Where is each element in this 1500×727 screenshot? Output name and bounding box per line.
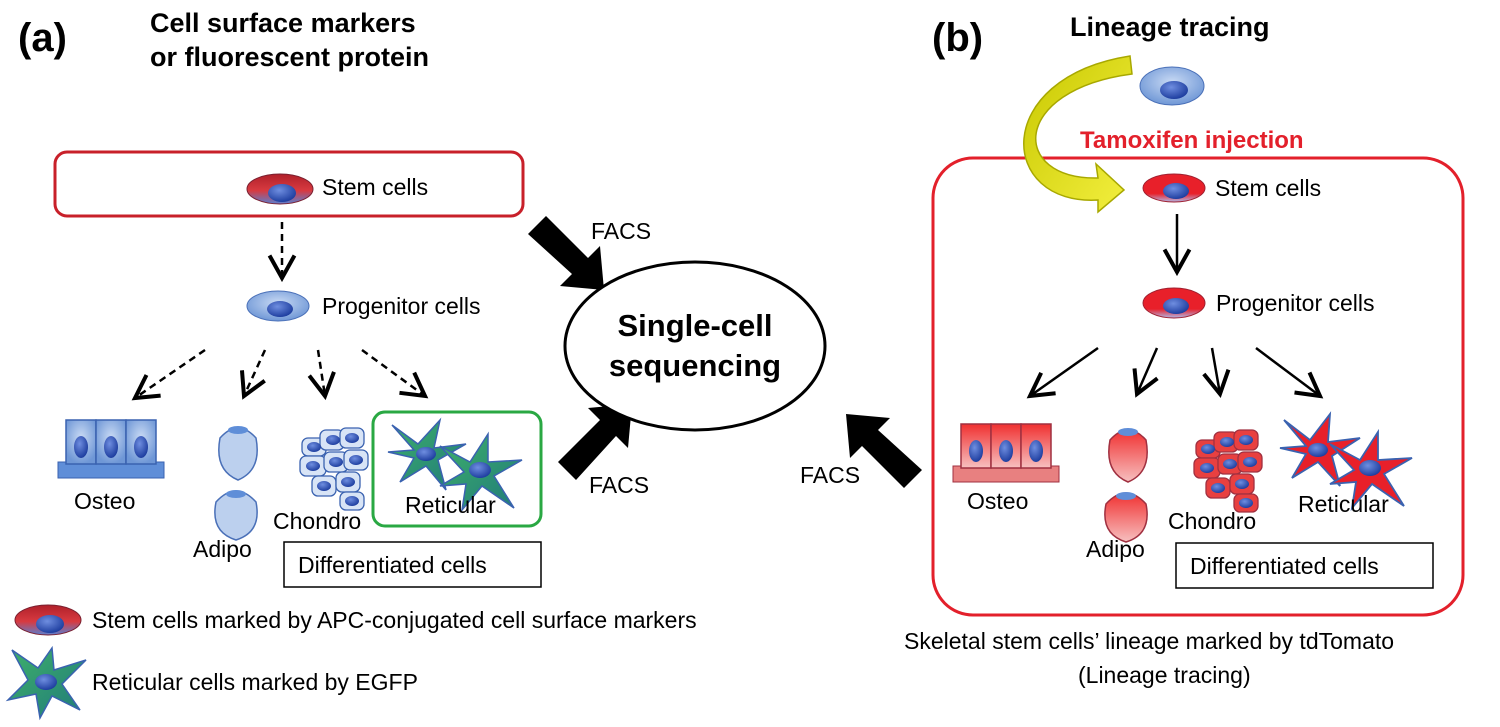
stem-cells-label-b: Stem cells [1215, 175, 1322, 201]
facs-label-bottom: FACS [589, 472, 650, 498]
adipo-label-b: Adipo [1086, 536, 1145, 562]
chondro-cell-tdtomato-icon [1193, 429, 1263, 513]
differentiated-cells-label-b: Differentiated cells [1190, 553, 1379, 579]
dashed-arrow-to-adipo [239, 349, 267, 400]
reticular-box-a [371, 410, 543, 528]
progenitor-cells-label-b: Progenitor cells [1216, 290, 1375, 316]
arrow-to-adipo-b [1132, 347, 1159, 398]
progenitor-cell-icon [246, 290, 310, 322]
differentiated-box-a [283, 541, 542, 588]
panel-b-letter: (b) [932, 16, 984, 60]
tamoxifen-injection-label: Tamoxifen injection [1080, 127, 1304, 154]
dashed-arrow-to-osteo [131, 348, 206, 401]
lineage-box-b [931, 156, 1465, 617]
osteo-label-a: Osteo [74, 488, 136, 514]
panel-a-title: Cell surface markers or fluorescent prot… [150, 8, 430, 72]
stem-cell-icon [246, 173, 314, 205]
legend-reticular-label: Reticular cells marked by EGFP [92, 669, 418, 695]
single-cell-sequencing-label: Single-cell sequencing [608, 308, 782, 383]
differentiated-box-b [1175, 542, 1434, 589]
progenitor-cells-label-a: Progenitor cells [322, 293, 481, 319]
panel-b-title: Lineage tracing [1070, 12, 1270, 42]
unlabeled-cell-icon [1139, 66, 1205, 106]
dashed-arrow-to-reticular [361, 348, 429, 399]
legend-stem-cells-label: Stem cells marked by APC-conjugated cell… [92, 607, 697, 633]
legend-reticular-cell-icon [5, 645, 87, 721]
chondro-label-a: Chondro [273, 508, 362, 534]
facs-label-top: FACS [591, 218, 652, 244]
panel-a-letter: (a) [18, 16, 67, 60]
legend-stem-cell-icon [14, 604, 82, 636]
adipo-cell-tdtomato-icon [1104, 428, 1148, 543]
single-cell-sequencing-ellipse [563, 260, 827, 432]
arrow-to-reticular-b [1255, 347, 1324, 399]
stem-cell-tdtomato-icon [1142, 173, 1206, 203]
adipo-label-a: Adipo [193, 536, 252, 562]
arrow-to-chondro-b [1202, 347, 1231, 399]
caption-line-2: (Lineage tracing) [1078, 662, 1251, 688]
dashed-arrow-to-chondro [307, 349, 336, 401]
osteo-cell-icon [57, 419, 165, 479]
chondro-label-b: Chondro [1168, 508, 1257, 534]
facs-arrow-top [528, 216, 604, 290]
arrow-to-osteo-b [1026, 346, 1099, 399]
facs-arrow-right [846, 414, 922, 488]
osteo-label-b: Osteo [967, 488, 1029, 514]
facs-arrow-bottom-left [558, 404, 632, 480]
progenitor-cell-tdtomato-icon [1142, 287, 1206, 319]
differentiated-cells-label-a: Differentiated cells [298, 552, 487, 578]
stem-cells-box-a [53, 150, 525, 218]
stem-cells-label-a: Stem cells [322, 174, 429, 200]
caption-line-1: Skeletal stem cells’ lineage marked by t… [904, 628, 1395, 654]
chondro-cell-icon [299, 427, 369, 511]
reticular-cell-icon [387, 417, 523, 513]
facs-label-right: FACS [800, 462, 861, 488]
reticular-label-a: Reticular [405, 492, 496, 518]
adipo-cell-icon [214, 426, 258, 541]
tamoxifen-curved-arrow [1023, 55, 1133, 214]
osteo-cell-tdtomato-icon [952, 423, 1060, 483]
reticular-cell-tdtomato-icon [1279, 411, 1413, 512]
reticular-label-b: Reticular [1298, 491, 1389, 517]
